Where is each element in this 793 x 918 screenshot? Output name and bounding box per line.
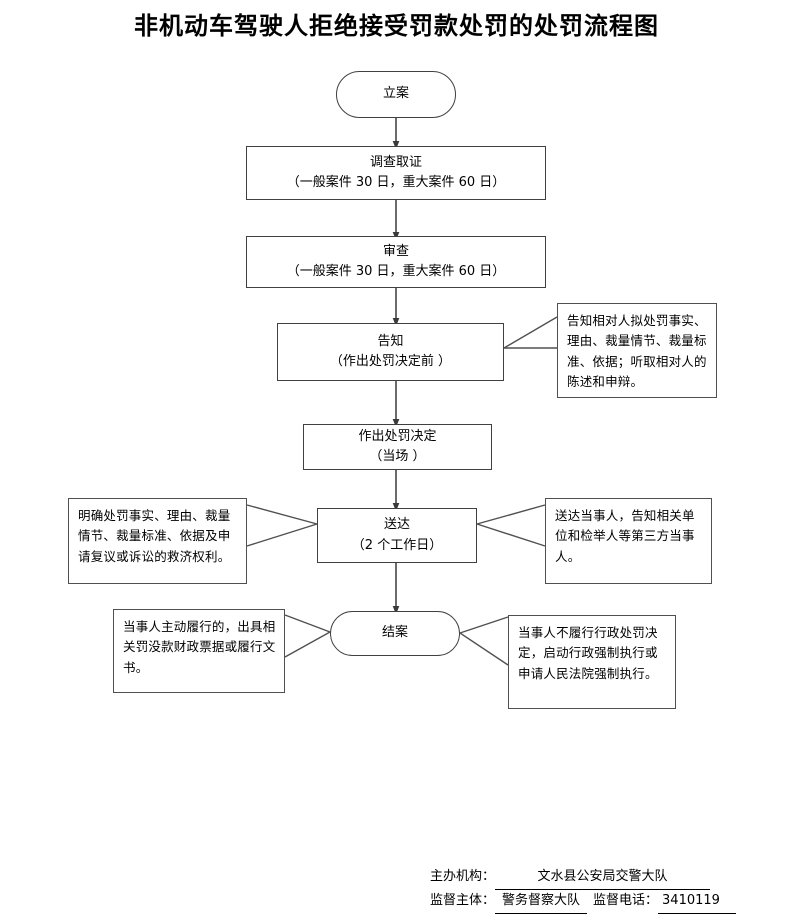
footer-organizer-value: 文水县公安局交警大队 (495, 866, 711, 890)
footer-supervisor-label: 监督主体： (430, 892, 496, 908)
node-investigation-line1: 调查取证 (369, 154, 422, 170)
node-investigation[interactable]: 调查取证 （一般案件 30 日，重大案件 60 日） (246, 146, 546, 200)
node-decision[interactable]: 作出处罚决定 （当场 ） (303, 424, 492, 470)
leader-close-left-a (284, 614, 331, 633)
note-deliver-left-content: 明确处罚事实、理由、裁量情节、裁量标准、依据及申请复议或诉讼的救济权利。 (68, 498, 247, 584)
node-decision-line1: 作出处罚决定 (358, 428, 437, 444)
leader-deliver-left-b (246, 523, 318, 547)
node-review-line2: （一般案件 30 日，重大案件 60 日） (286, 264, 506, 279)
note-close-left-content: 当事人主动履行的，出具相关罚没款财政票据或履行文书。 (113, 609, 285, 693)
note-notify-content: 告知相对人拟处罚事实、理由、裁量情节、裁量标准、依据；听取相对人的陈述和申辩。 (557, 303, 717, 398)
leader-deliver-right-b (476, 523, 546, 547)
leader-notify-note (503, 316, 558, 349)
leader-close-left-b (284, 631, 331, 658)
node-notify[interactable]: 告知 （作出处罚决定前 ） (277, 323, 504, 381)
node-decision-line2: （当场 ） (369, 449, 426, 464)
footer-supervisor-value: 警务督察大队 (495, 890, 588, 914)
leader-close-right-a (459, 616, 509, 634)
node-start-lian[interactable]: 立案 (336, 71, 456, 118)
leader-deliver-right-a (476, 504, 546, 525)
node-deliver-line2: （2 个工作日） (351, 537, 443, 553)
node-close-label: 结案 (381, 625, 408, 641)
leader-deliver-left-a (246, 504, 318, 525)
page-title: 非机动车驾驶人拒绝接受罚款处罚的处罚流程图 (134, 12, 659, 40)
footer: 主办机构： 文水县公安局交警大队 监督主体： 警务督察大队 监督电话： 3410… (430, 866, 790, 914)
leader-close-right-b (459, 632, 509, 666)
footer-row-organizer: 主办机构： 文水县公安局交警大队 (430, 866, 790, 890)
footer-tel-value: 3410119 (658, 890, 737, 914)
note-deliver-right-content: 送达当事人，告知相关单位和检举人等第三方当事人。 (545, 498, 712, 584)
node-deliver[interactable]: 送达 （2 个工作日） (317, 508, 477, 563)
node-close-jiean[interactable]: 结案 (330, 611, 460, 656)
node-investigation-line2: （一般案件 30 日，重大案件 60 日） (286, 175, 506, 190)
node-review-line1: 审查 (382, 243, 409, 259)
footer-row-supervisor: 监督主体： 警务督察大队 监督电话： 3410119 (430, 890, 790, 914)
node-review[interactable]: 审查 （一般案件 30 日，重大案件 60 日） (246, 236, 546, 288)
node-deliver-line1: 送达 (383, 517, 410, 533)
footer-organizer-label: 主办机构： (430, 869, 496, 884)
node-start-label: 立案 (382, 86, 409, 102)
footer-tel-label: 监督电话： (593, 892, 659, 908)
note-close-right-content: 当事人不履行行政处罚决定，启动行政强制执行或申请人民法院强制执行。 (508, 615, 676, 709)
node-notify-line1: 告知 (377, 333, 404, 349)
node-notify-line2: （作出处罚决定前 ） (329, 354, 452, 369)
